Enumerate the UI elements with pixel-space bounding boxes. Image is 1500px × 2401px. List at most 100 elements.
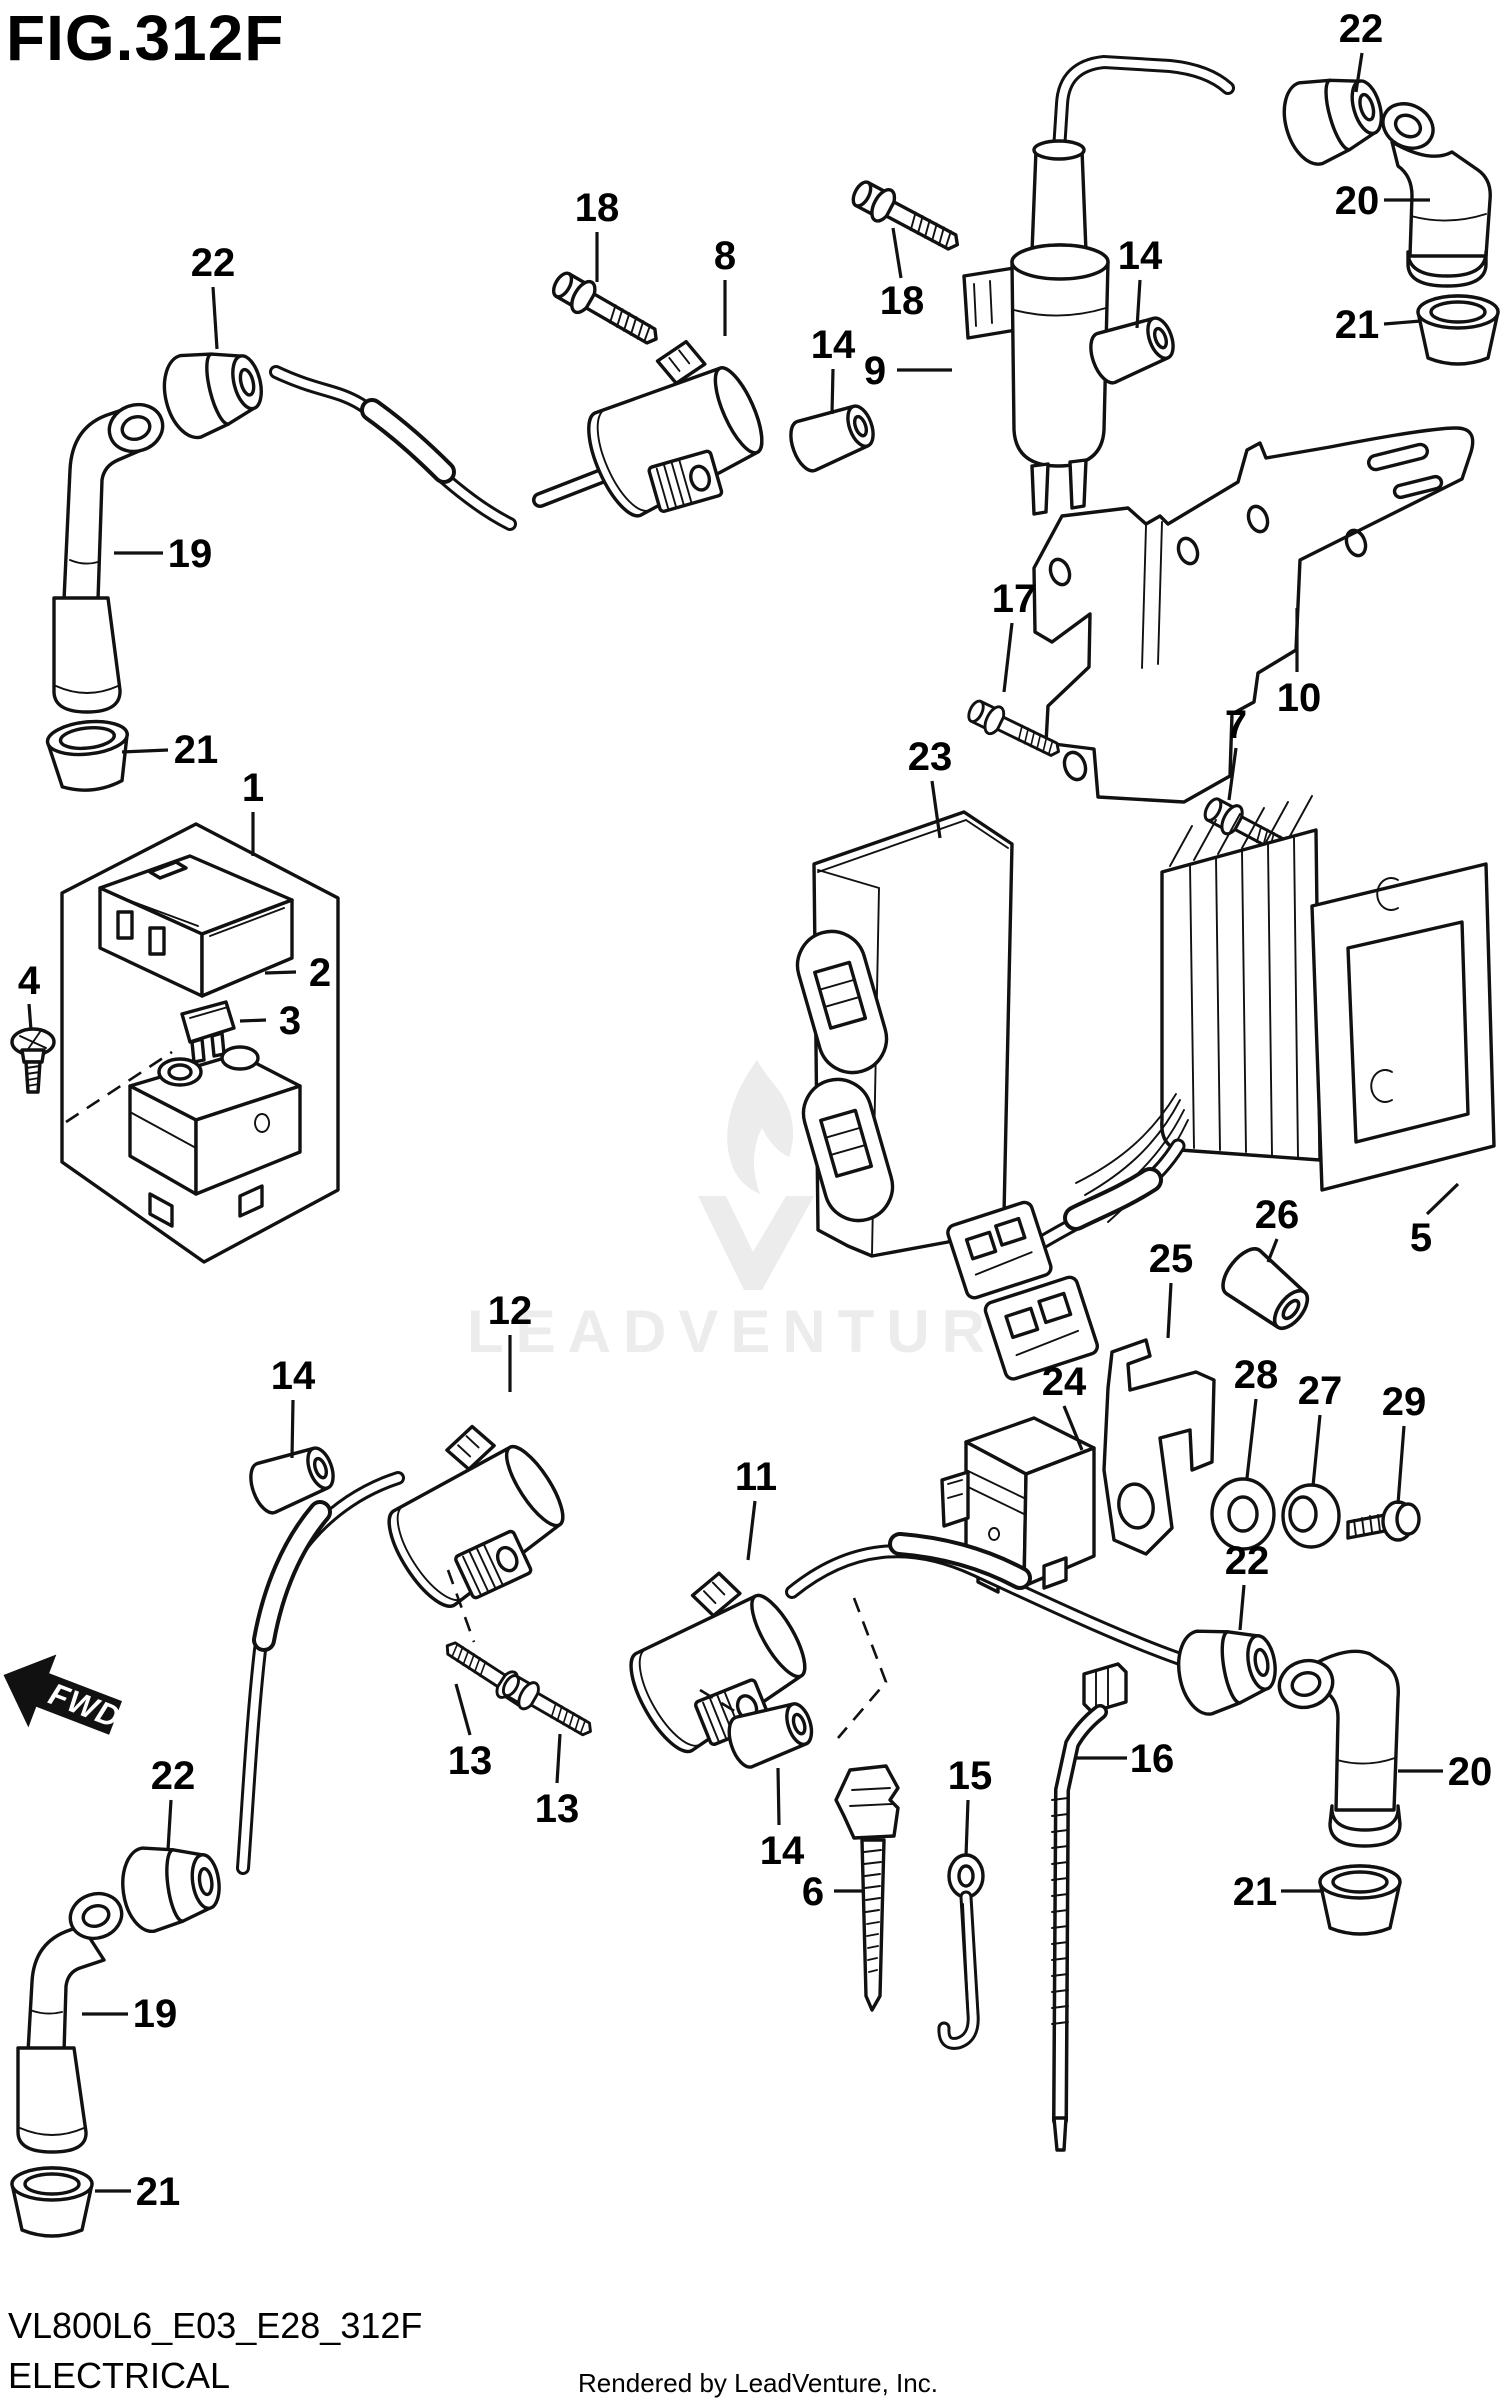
callout-26[interactable]: 26 (1255, 1193, 1300, 1237)
callout-13[interactable]: 13 (448, 1739, 493, 1783)
blade-fuse-3 (180, 1000, 236, 1064)
seal-ring-21-top-right (1416, 294, 1500, 366)
callout-3[interactable]: 3 (279, 999, 301, 1043)
harness-connector-a (946, 1200, 1053, 1300)
grommet-22-top-right (1273, 61, 1393, 173)
callout-5[interactable]: 5 (1410, 1216, 1432, 1260)
callout-20[interactable]: 20 (1335, 179, 1380, 223)
washer-28 (1210, 1477, 1276, 1551)
ignition-coil-8 (532, 325, 783, 539)
callout-11[interactable]: 11 (735, 1455, 777, 1499)
leader-line-3 (239, 1018, 267, 1023)
callout-7[interactable]: 7 (1225, 703, 1247, 747)
callout-18[interactable]: 18 (575, 186, 620, 230)
cable-tie-6 (834, 1764, 900, 2012)
callout-29[interactable]: 29 (1382, 1380, 1427, 1424)
plug-wire-rear-right (785, 1532, 1190, 1667)
callout-25[interactable]: 25 (1149, 1237, 1194, 1281)
leader-line-17 (1002, 622, 1014, 693)
callout-4[interactable]: 4 (18, 959, 41, 1003)
callout-layer: 2219211881418914222021171072312345262524… (18, 7, 1492, 2214)
callout-22[interactable]: 22 (151, 1754, 196, 1798)
seal-ring-21-bottom-right (1318, 1864, 1402, 1936)
callout-10[interactable]: 10 (1277, 676, 1322, 720)
callout-14[interactable]: 14 (811, 323, 856, 367)
grommet-22-bottom-left (115, 1836, 227, 1937)
callout-2[interactable]: 2 (309, 951, 331, 995)
callout-14[interactable]: 14 (760, 1829, 805, 1873)
parts-artwork (10, 54, 1500, 2238)
leader-line-13 (454, 1683, 472, 1736)
leader-line-22 (1354, 52, 1364, 93)
callout-12[interactable]: 12 (488, 1289, 533, 1333)
fwd-arrow-icon (3, 1654, 122, 1735)
spark-plug-cap-20-top-right (1381, 102, 1492, 288)
leader-line-5 (1425, 1182, 1460, 1216)
watermark-text: LEADVENTURE (467, 1298, 1049, 1365)
harness-strap-16 (1051, 1662, 1128, 2152)
spark-plug-cap-19-top-left (52, 402, 165, 714)
callout-6[interactable]: 6 (802, 1870, 824, 1914)
callout-20[interactable]: 20 (1448, 1750, 1493, 1794)
watermark-flame-icon (727, 1060, 794, 1194)
footer-code: VL800L6_E03_E28_312F (8, 2305, 422, 2346)
callout-21[interactable]: 21 (1233, 1870, 1278, 1914)
bracket-10 (1032, 426, 1475, 804)
leader-line-27 (1311, 1414, 1322, 1487)
bolt-18-left (546, 265, 667, 356)
callout-21[interactable]: 21 (174, 728, 219, 772)
nut-27 (1281, 1483, 1341, 1549)
callout-14[interactable]: 14 (271, 1354, 316, 1398)
callout-22[interactable]: 22 (1339, 7, 1384, 51)
leader-line-11 (746, 1500, 757, 1561)
clamp-25 (1102, 1338, 1216, 1556)
callout-28[interactable]: 28 (1234, 1353, 1279, 1397)
callout-21[interactable]: 21 (136, 2170, 181, 2214)
bolt-18-right (846, 174, 968, 262)
leader-line-14 (776, 1767, 781, 1826)
fwd-marker: FWD (3, 1654, 125, 1735)
callout-21[interactable]: 21 (1335, 303, 1380, 347)
callout-24[interactable]: 24 (1042, 1360, 1087, 1404)
bolt-13-lower (497, 1668, 600, 1746)
leader-line-15 (964, 1799, 970, 1857)
callout-18[interactable]: 18 (880, 279, 925, 323)
leader-line-23 (930, 780, 942, 839)
screw-4 (10, 1027, 56, 1094)
ecu-23 (795, 810, 1014, 1258)
leader-line-26 (1266, 1238, 1279, 1263)
leader-line-24 (1062, 1405, 1084, 1451)
leader-line-7 (1227, 747, 1238, 801)
exploded-view-dashes (446, 1569, 888, 1739)
callout-13[interactable]: 13 (535, 1787, 580, 1831)
fwd-label: FWD (44, 1676, 125, 1735)
callout-22[interactable]: 22 (191, 241, 236, 285)
callout-17[interactable]: 17 (992, 577, 1037, 621)
spark-plug-cap-19-bottom-left (16, 1891, 124, 2154)
callout-15[interactable]: 15 (948, 1754, 993, 1798)
callout-1[interactable]: 1 (242, 766, 264, 810)
callout-16[interactable]: 16 (1130, 1737, 1175, 1781)
callout-22[interactable]: 22 (1225, 1539, 1270, 1583)
callout-8[interactable]: 8 (714, 234, 736, 278)
leader-line-2 (264, 970, 297, 975)
leader-line-18 (891, 227, 903, 279)
callout-19[interactable]: 19 (168, 532, 213, 576)
spacer-26 (1213, 1240, 1319, 1340)
ignition-coil-12 (359, 1405, 588, 1630)
callout-14[interactable]: 14 (1118, 234, 1163, 278)
seal-ring-21-bottom-left (10, 2166, 94, 2238)
seal-ring-21-top-left (44, 716, 135, 796)
grommet-22-top-left (154, 336, 272, 445)
screw-29 (1346, 1500, 1421, 1542)
ignition-coil-9 (962, 54, 1235, 516)
callout-23[interactable]: 23 (908, 735, 953, 779)
callout-27[interactable]: 27 (1298, 1369, 1343, 1413)
callout-9[interactable]: 9 (864, 349, 886, 393)
leader-line-14 (830, 368, 835, 415)
callout-19[interactable]: 19 (133, 1992, 178, 2036)
watermark: LEADVENTURE (467, 1060, 1049, 1365)
leader-line-25 (1166, 1282, 1173, 1339)
